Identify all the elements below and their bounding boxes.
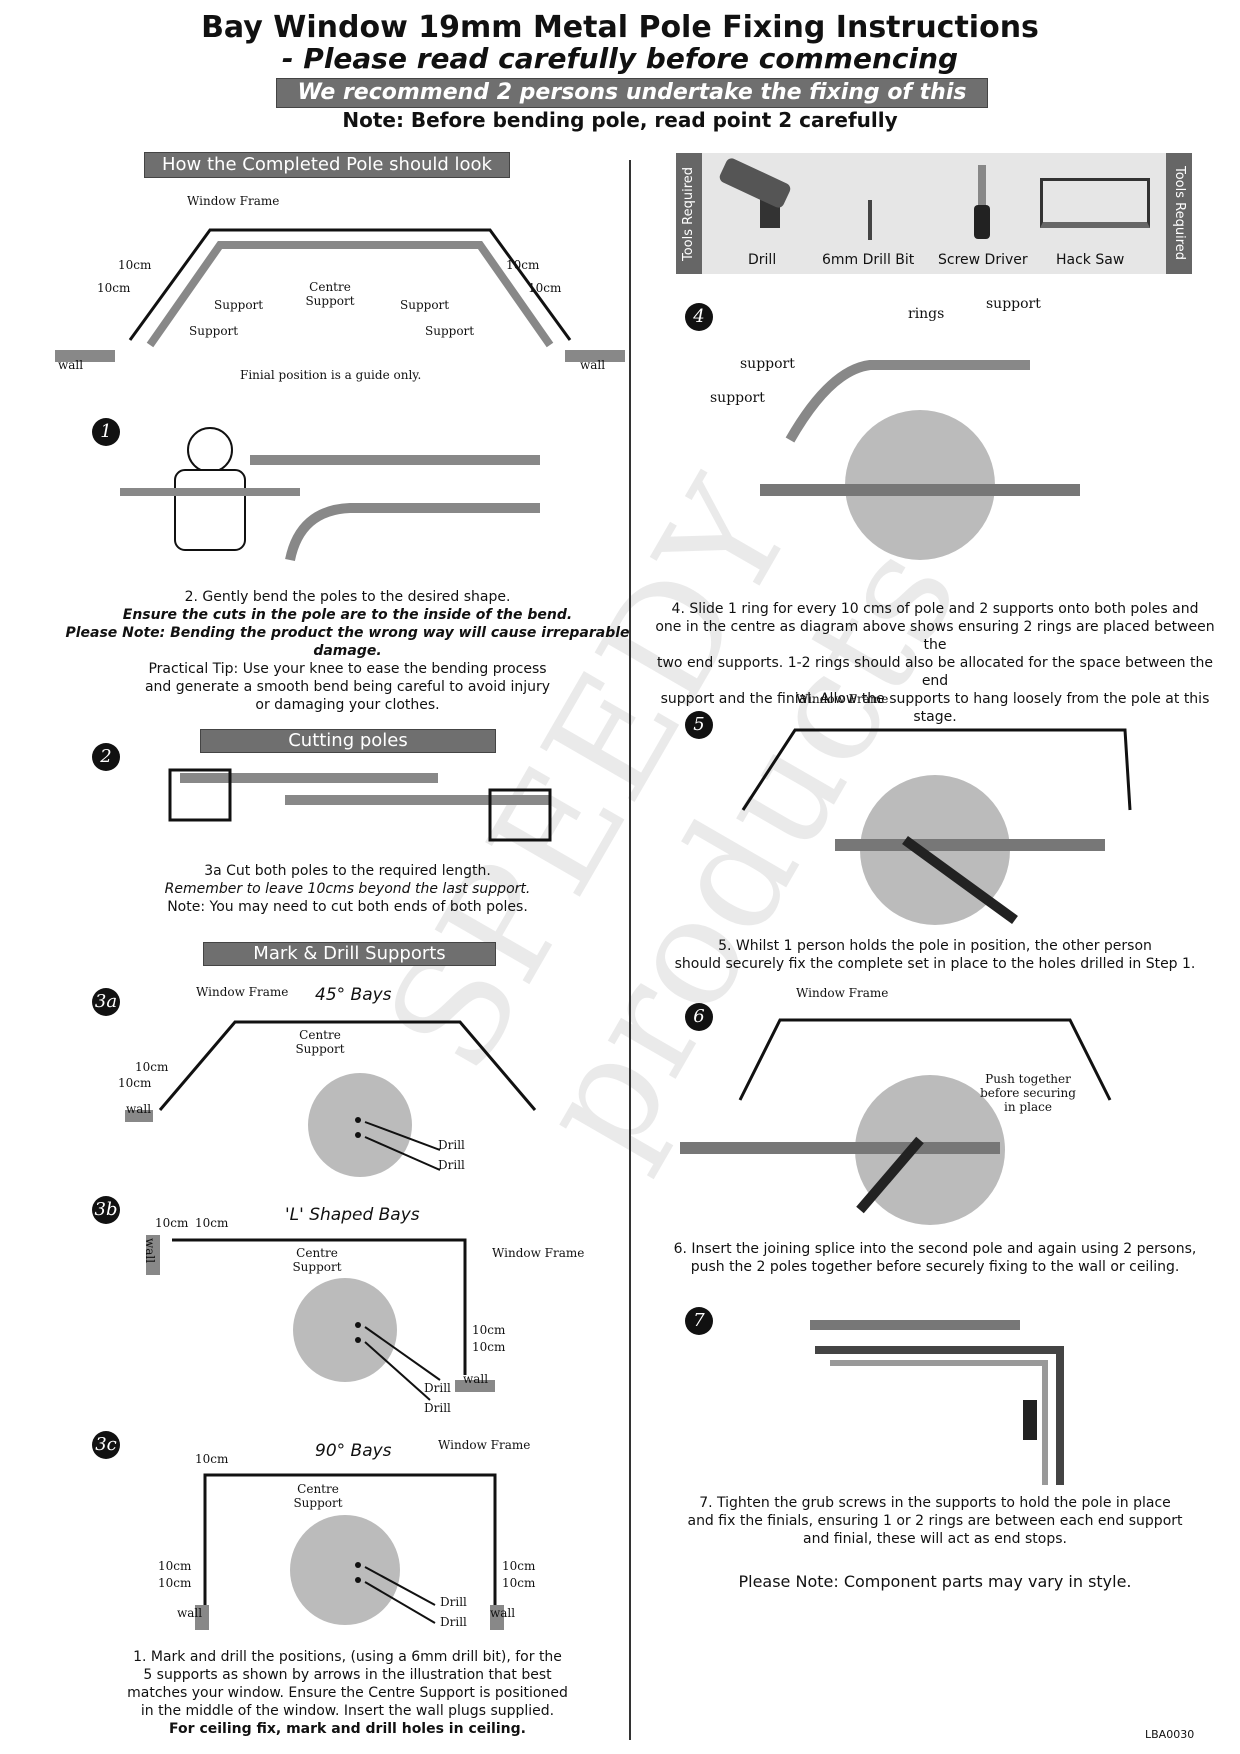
window-frame-label: Window Frame (492, 1246, 585, 1260)
window-frame-label: Window Frame (187, 194, 280, 208)
wall-label: wall (177, 1606, 203, 1620)
centre-support-label: Centre Support (293, 1482, 343, 1510)
bay-l-diagram (146, 1235, 495, 1401)
diagram-title: 'L' Shaped Bays (285, 1205, 420, 1225)
step-number: 2 (92, 743, 120, 771)
hacksaw-icon (1040, 178, 1150, 228)
tool-label: 6mm Drill Bit (822, 252, 915, 268)
component-note: Please Note: Component parts may vary in… (738, 1572, 1132, 1591)
step-number: 4 (685, 303, 713, 331)
support-label: support (740, 356, 795, 372)
page-subtitle: - Please read carefully before commencin… (281, 42, 959, 75)
measure-label: 10cm (158, 1559, 192, 1573)
drill-label: Drill (440, 1595, 467, 1609)
drill-label: Drill (424, 1381, 451, 1395)
step4-illustration (760, 360, 1080, 560)
step-number: 3a (92, 988, 120, 1016)
measure-label: 10cm (195, 1452, 229, 1466)
step-number: 1 (92, 418, 120, 446)
window-frame-label: Window Frame (796, 986, 889, 1000)
step-number: 3b (92, 1196, 120, 1224)
window-frame-label: Window Frame (196, 985, 289, 999)
drill-icon (717, 156, 800, 240)
measure-label: 10cm (528, 281, 562, 295)
step5-text: 5. Whilst 1 person holds the pole in pos… (674, 938, 1196, 972)
tool-label: Hack Saw (1056, 252, 1125, 268)
step-number: 6 (685, 1003, 713, 1031)
screwdriver-icon (974, 165, 990, 239)
drill-label: Drill (438, 1158, 465, 1172)
measure-label: 10cm (158, 1576, 192, 1590)
step-number: 3c (92, 1431, 120, 1459)
tool-label: Drill (748, 252, 777, 268)
measure-label: 10cm (195, 1216, 229, 1230)
finial-note: Finial position is a guide only. (240, 368, 422, 382)
step1-text: 1. Mark and drill the positions, (using … (127, 1649, 568, 1737)
support-label: Support (425, 324, 475, 338)
drill-bit-icon (868, 200, 872, 240)
step6-illustration (680, 1018, 1112, 1225)
drill-label: Drill (438, 1138, 465, 1152)
bay-90-diagram (195, 1473, 504, 1630)
measure-label: 10cm (506, 258, 540, 272)
wall-label: wall (126, 1102, 152, 1116)
completed-pole-banner: How the Completed Pole should look (144, 152, 510, 178)
step7-text: 7. Tighten the grub screws in the suppor… (687, 1495, 1183, 1547)
support-label: support (710, 390, 765, 406)
wall-label: wall (143, 1238, 157, 1264)
measure-label: 10cm (118, 1076, 152, 1090)
diagram-title: 45° Bays (315, 985, 392, 1005)
document-code: LBA0030 (1145, 1728, 1195, 1741)
recommend-banner: We recommend 2 persons undertake the fix… (276, 78, 988, 133)
step3a-text: 3a Cut both poles to the required length… (164, 863, 531, 915)
tools-required-label: Tools Required (1166, 153, 1192, 274)
step5-illustration (741, 728, 1132, 925)
page-title: Bay Window 19mm Metal Pole Fixing Instru… (201, 10, 1039, 45)
support-label: Support (189, 324, 239, 338)
measure-label: 10cm (502, 1559, 536, 1573)
step7-illustration (810, 1320, 1064, 1485)
bending-illustration (120, 427, 540, 562)
step2-text: 2. Gently bend the poles to the desired … (65, 589, 630, 713)
measure-label: 10cm (472, 1340, 506, 1354)
rings-label: rings (908, 306, 945, 322)
cutting-illustration (168, 768, 552, 842)
tool-label: Screw Driver (938, 252, 1028, 268)
bay-45-diagram (125, 1020, 537, 1177)
wall-label: wall (58, 358, 84, 372)
measure-label: 10cm (118, 258, 152, 272)
measure-label: 10cm (97, 281, 131, 295)
window-frame-label: Window Frame (796, 692, 889, 706)
wall-label: wall (490, 1606, 516, 1620)
step-number: 5 (685, 711, 713, 739)
mark-drill-banner: Mark & Drill Supports (203, 942, 496, 966)
support-label: support (986, 296, 1041, 312)
centre-support-label: Centre Support (292, 1246, 342, 1274)
step4-text: 4. Slide 1 ring for every 10 cms of pole… (655, 601, 1215, 725)
wall-label: wall (463, 1372, 489, 1386)
support-label: Support (400, 298, 450, 312)
step-number: 7 (685, 1307, 713, 1335)
measure-label: 10cm (155, 1216, 189, 1230)
centre-support-label: Centre Support (305, 280, 355, 308)
step6-text: 6. Insert the joining splice into the se… (673, 1241, 1197, 1275)
cutting-poles-banner: Cutting poles (200, 729, 496, 753)
bend-note: Note: Before bending pole, read point 2 … (342, 108, 898, 132)
drill-label: Drill (424, 1401, 451, 1415)
support-label: Support (214, 298, 264, 312)
measure-label: 10cm (472, 1323, 506, 1337)
measure-label: 10cm (502, 1576, 536, 1590)
wall-label: wall (580, 358, 606, 372)
window-frame-label: Window Frame (438, 1438, 531, 1452)
completed-pole-diagram (55, 228, 625, 362)
centre-support-label: Centre Support (295, 1028, 345, 1056)
diagram-title: 90° Bays (315, 1441, 392, 1461)
drill-label: Drill (440, 1615, 467, 1629)
measure-label: 10cm (135, 1060, 169, 1074)
tools-required-label: Tools Required (676, 153, 702, 274)
column-divider (629, 160, 631, 1740)
push-together-label: Push together before securing in place (980, 1072, 1076, 1114)
